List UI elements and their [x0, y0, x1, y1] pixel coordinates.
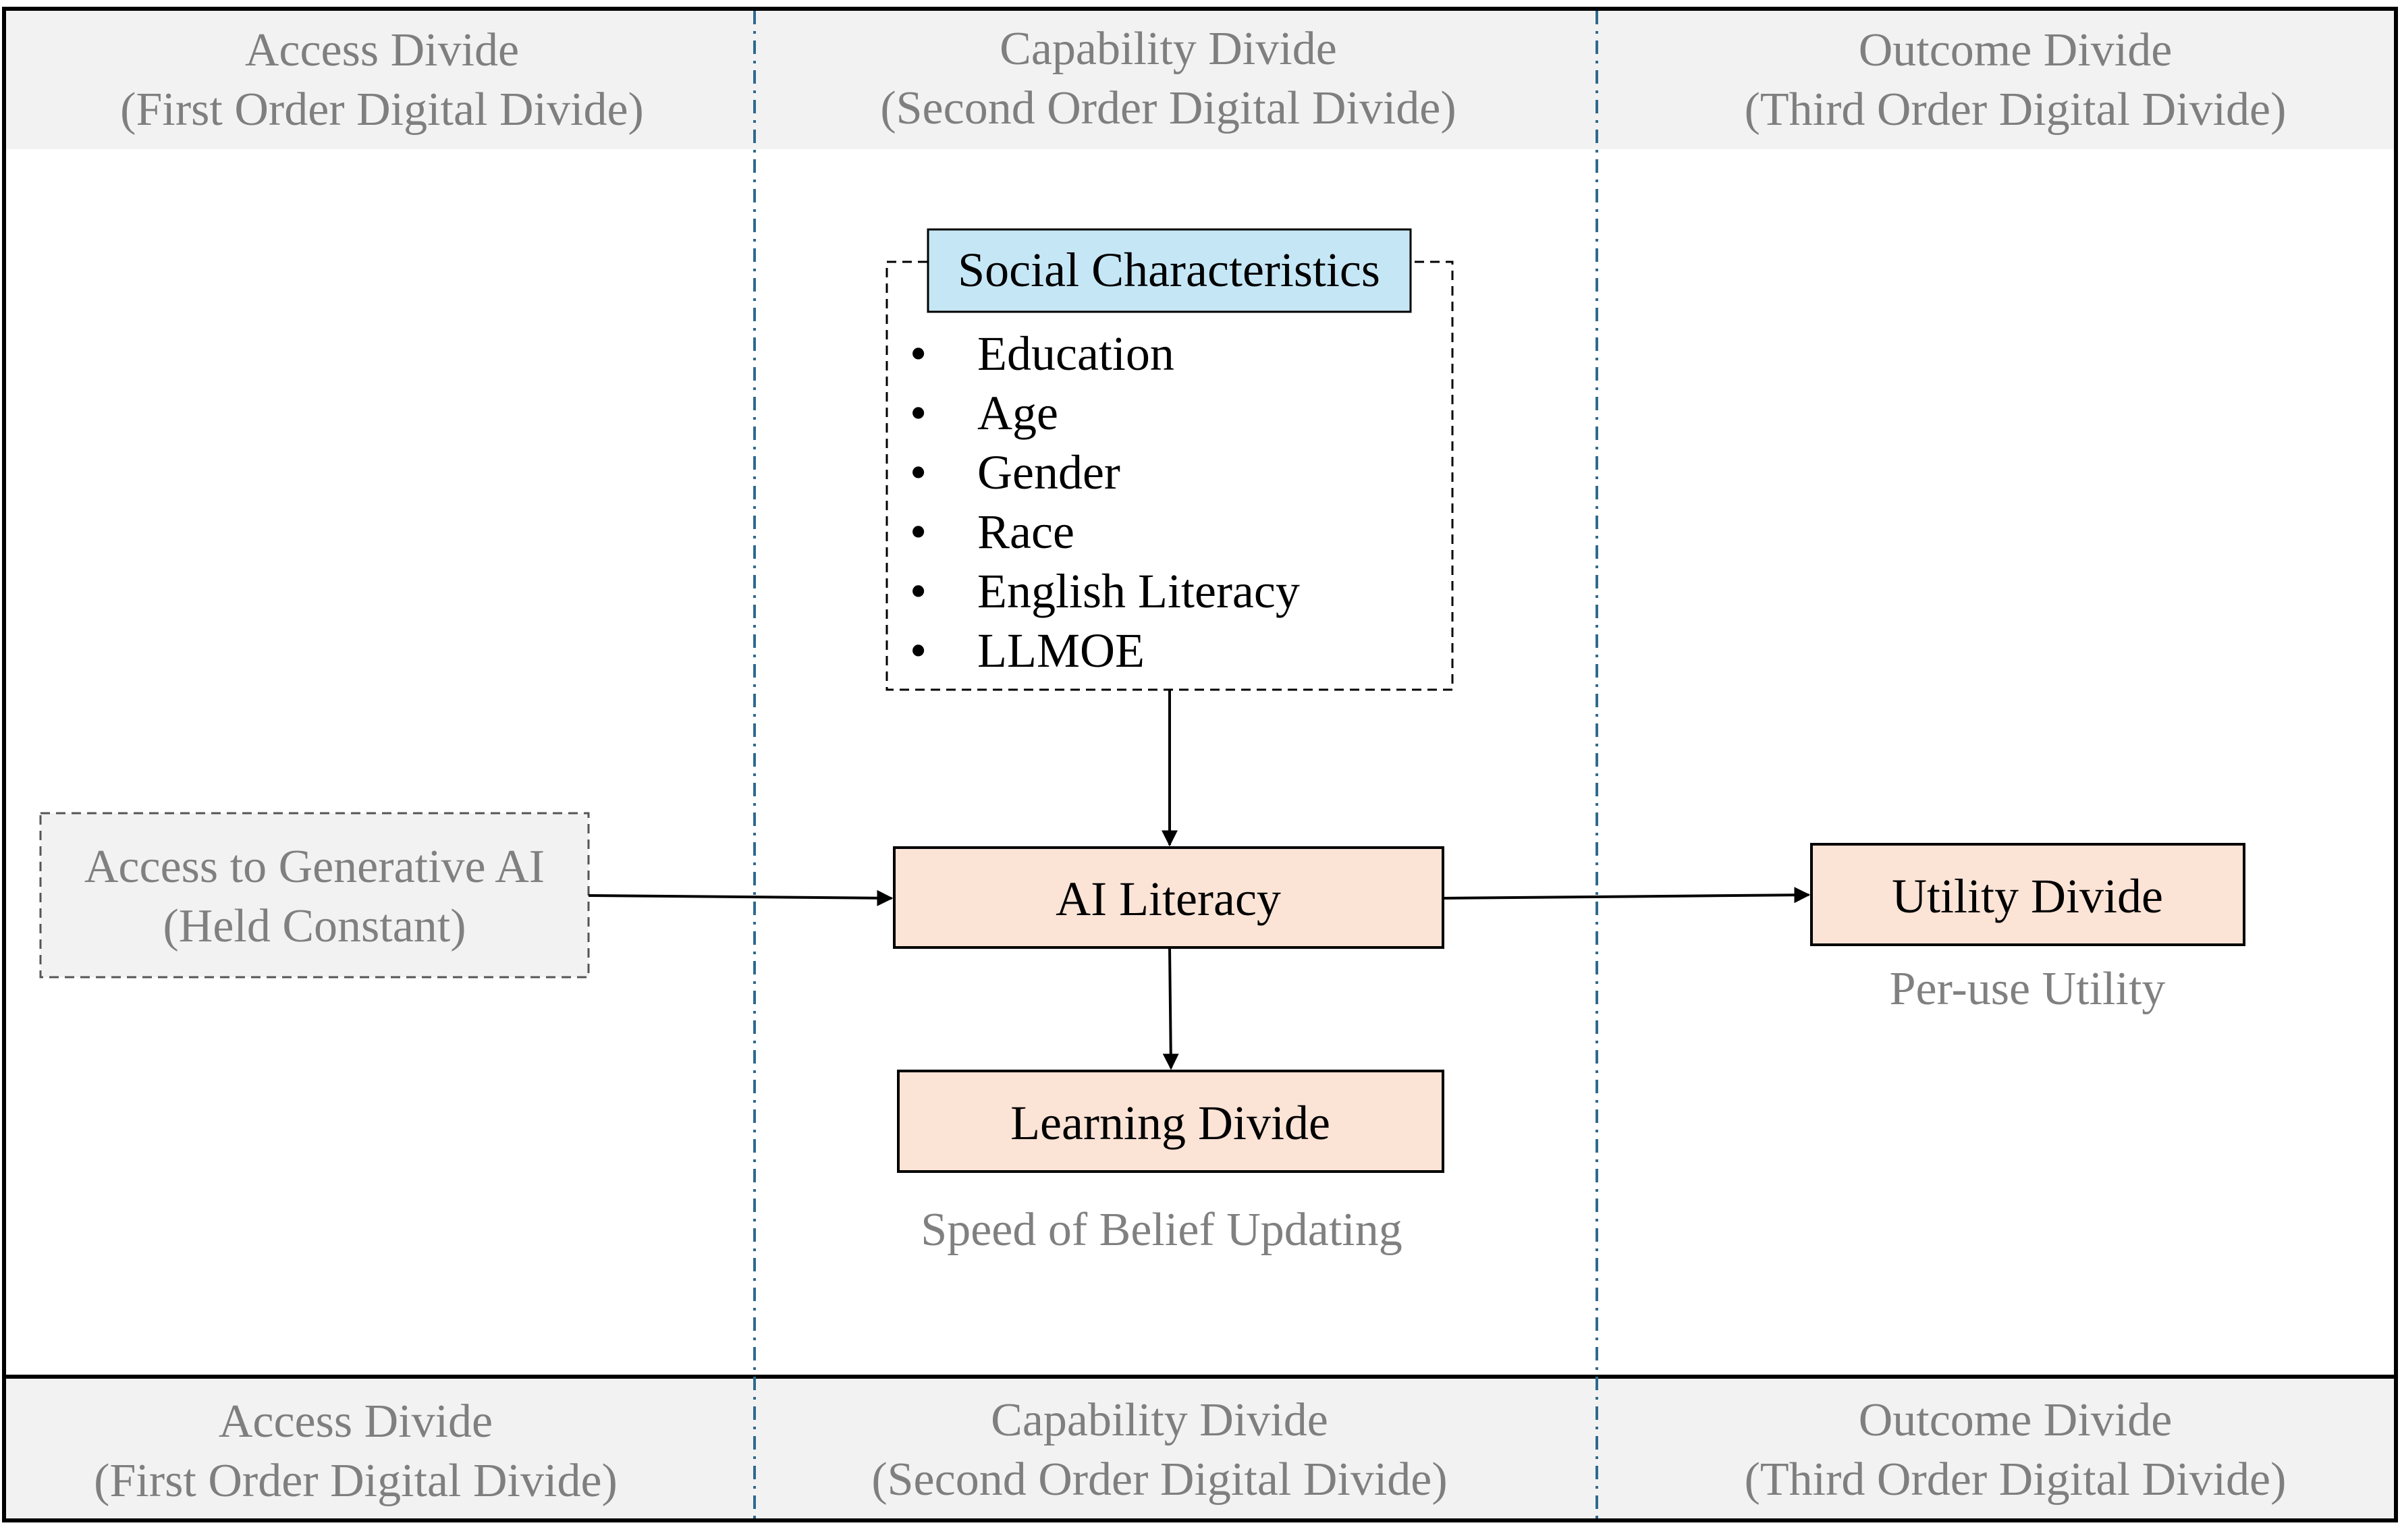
- list-item-llmoe: LLMOE: [977, 624, 1145, 678]
- arrow-ai-literacy-to-learning: [1162, 947, 1179, 1070]
- footer-capability-subtitle: (Second Order Digital Divide): [871, 1454, 1447, 1506]
- footer-capability-title: Capability Divide: [991, 1394, 1328, 1446]
- utility-divide-label: Utility Divide: [1892, 869, 2163, 923]
- footer-outcome-subtitle: (Third Order Digital Divide): [1745, 1454, 2287, 1506]
- bullet-icon: •: [910, 564, 927, 618]
- outer-frame: [2, 7, 2398, 1522]
- list-item-education: Education: [977, 327, 1174, 381]
- footer-access-subtitle: (First Order Digital Divide): [94, 1455, 618, 1507]
- access-to-genai-box: [39, 812, 590, 979]
- list-item-gender: Gender: [977, 445, 1120, 499]
- access-to-genai-note: (Held Constant): [163, 900, 466, 952]
- footer-band: [4, 1377, 2396, 1520]
- ai-literacy-node: [893, 846, 1444, 949]
- list-item-english-literacy: English Literacy: [977, 564, 1300, 618]
- arrow-ai-literacy-to-utility: [1442, 887, 1811, 904]
- header-access-title: Access Divide: [245, 24, 519, 76]
- learning-divide-node: [897, 1070, 1444, 1173]
- footer-outcome-title: Outcome Divide: [1859, 1394, 2173, 1446]
- social-characteristics-title-box: [927, 228, 1412, 313]
- bullet-icon: •: [910, 624, 927, 678]
- bullet-icon: •: [910, 327, 927, 381]
- list-item-race: Race: [977, 505, 1074, 559]
- bullet-icon: •: [910, 445, 927, 499]
- utility-divide-caption: Per-use Utility: [1890, 963, 2166, 1015]
- utility-divide-node: [1810, 843, 2245, 946]
- bullet-icon: •: [910, 386, 927, 440]
- list-item-age: Age: [977, 386, 1058, 440]
- header-outcome-subtitle: (Third Order Digital Divide): [1745, 84, 2287, 136]
- bullet-icon: •: [910, 505, 927, 559]
- header-capability-title: Capability Divide: [1000, 23, 1337, 75]
- arrow-access-to-ai-literacy: [588, 889, 894, 906]
- header-band: [4, 9, 2396, 149]
- social-characteristics-list: • Education • Age • Gender • Race • Engl…: [910, 327, 1300, 678]
- learning-divide-label: Learning Divide: [1010, 1096, 1330, 1150]
- footer-access-title: Access Divide: [219, 1396, 493, 1448]
- header-outcome-title: Outcome Divide: [1859, 24, 2173, 76]
- access-to-genai-label: Access to Generative AI: [84, 841, 545, 893]
- learning-divide-caption: Speed of Belief Updating: [921, 1204, 1402, 1256]
- header-access-subtitle: (First Order Digital Divide): [120, 84, 644, 136]
- social-characteristics-title: Social Characteristics: [958, 243, 1380, 297]
- header-capability-subtitle: (Second Order Digital Divide): [880, 82, 1456, 134]
- ai-literacy-label: AI Literacy: [1056, 872, 1281, 926]
